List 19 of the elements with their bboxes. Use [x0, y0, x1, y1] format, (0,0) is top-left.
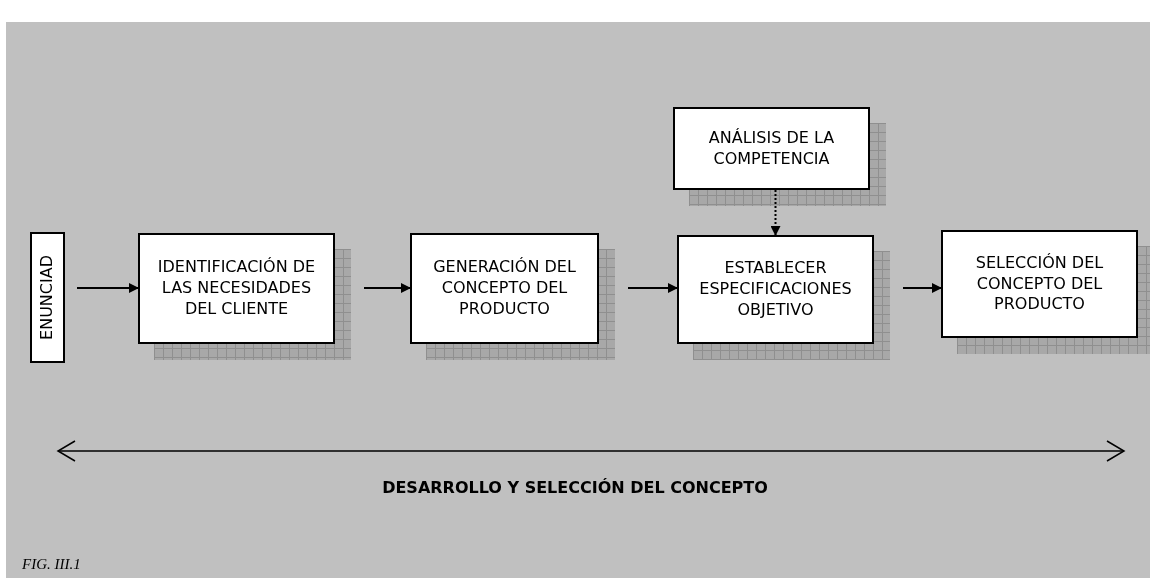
box-text: ENUNCIAD	[37, 255, 58, 340]
process-box	[677, 235, 874, 344]
arrow	[770, 189, 781, 236]
phase-label: DESARROLLO Y SELECCIÓN DEL CONCEPTO	[382, 478, 768, 497]
arrow	[627, 283, 678, 293]
arrow	[363, 283, 411, 293]
process-box	[410, 233, 599, 344]
arrow	[902, 283, 942, 293]
box-text: GENERACIÓN DEL CONCEPTO DEL PRODUCTO	[432, 257, 577, 320]
figure-caption: FIG. III.1	[22, 556, 81, 573]
box-text: IDENTIFICACIÓN DE LAS NECESIDADES DEL CLIENTE	[156, 257, 317, 320]
process-box	[673, 107, 870, 190]
box-text: ESTABLECER ESPECIFICACIONES OBJETIVO	[698, 258, 853, 321]
process-box	[941, 230, 1138, 338]
box-text: SELECCIÓN DEL CONCEPTO DEL PRODUCTO	[974, 252, 1105, 316]
arrow	[76, 283, 139, 293]
box-text: ANÁLISIS DE LA COMPETENCIA	[707, 127, 836, 170]
process-box	[138, 233, 335, 344]
process-box	[30, 232, 65, 363]
